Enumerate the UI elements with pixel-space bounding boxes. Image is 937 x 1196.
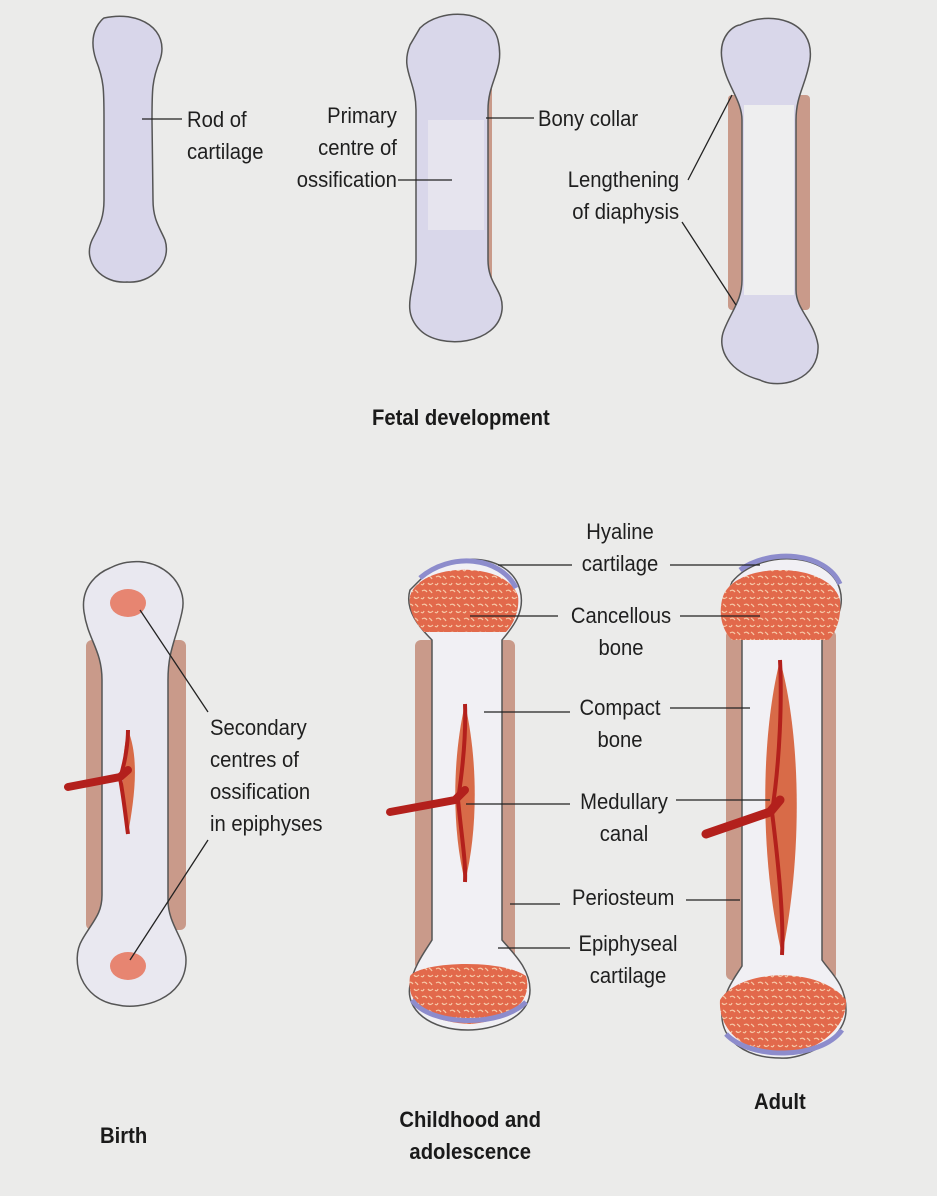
lengthening-bone: [720, 17, 819, 385]
primary-centre-bone: [405, 13, 503, 343]
caption-fetal-development: Fetal development: [372, 405, 550, 430]
leader-secondary-top: [139, 609, 209, 713]
caption-birth: Birth: [100, 1123, 148, 1148]
label-periosteum: Periosteum: [572, 885, 675, 910]
leader-lengthening-bottom: [681, 221, 737, 306]
childhood-bone: [386, 558, 531, 1031]
caption-adult: Adult: [754, 1089, 806, 1114]
birth-bone: [64, 560, 187, 1007]
rod-of-cartilage-bone: [88, 15, 168, 283]
leader-secondary-bottom: [129, 839, 209, 961]
leader-lines: [129, 94, 770, 961]
adult-bone: [701, 553, 847, 1059]
label-bony-collar: Bony collar: [538, 106, 639, 131]
leader-lengthening-top: [687, 94, 733, 181]
